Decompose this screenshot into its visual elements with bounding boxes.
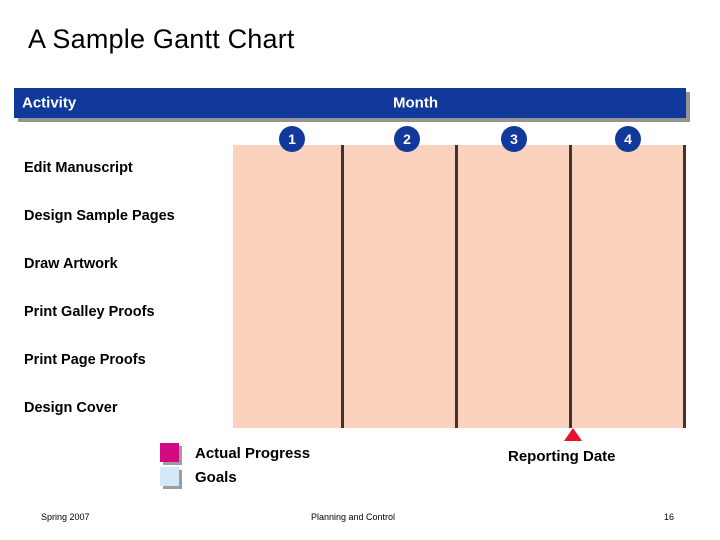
activity-label-design-sample-pages: Design Sample Pages (24, 208, 175, 224)
month-marker-1: 1 (279, 126, 305, 152)
footer-term: Spring 2007 (41, 512, 90, 522)
chart-header-band: Activity Month (14, 88, 686, 118)
month-column-1 (233, 145, 344, 428)
month-marker-3: 3 (501, 126, 527, 152)
month-column-4 (572, 145, 686, 428)
activity-label-draw-artwork: Draw Artwork (24, 256, 118, 272)
activity-label-design-cover: Design Cover (24, 400, 118, 416)
activity-label-edit-manuscript: Edit Manuscript (24, 160, 133, 176)
legend-label-actual-progress: Actual Progress (195, 445, 311, 462)
footer-page-number: 16 (664, 512, 675, 522)
reporting-date-marker (564, 428, 582, 441)
header-month-label: Month (393, 94, 438, 112)
page-title: A Sample Gantt Chart (28, 24, 295, 54)
activity-label-print-page-proofs: Print Page Proofs (24, 352, 146, 368)
legend-swatch-actual-progress (160, 443, 179, 462)
legend-label-goals: Goals (195, 469, 237, 486)
header-activity-label: Activity (22, 94, 77, 112)
month-marker-2: 2 (394, 126, 420, 152)
plot-area (233, 145, 686, 428)
activity-label-print-galley-proofs: Print Galley Proofs (24, 304, 155, 320)
legend-swatch-goals (160, 467, 179, 486)
month-column-3 (458, 145, 572, 428)
month-marker-4: 4 (615, 126, 641, 152)
legend-label-reporting-date: Reporting Date (508, 448, 616, 465)
footer-subject: Planning and Control (311, 512, 396, 522)
month-column-2 (344, 145, 458, 428)
